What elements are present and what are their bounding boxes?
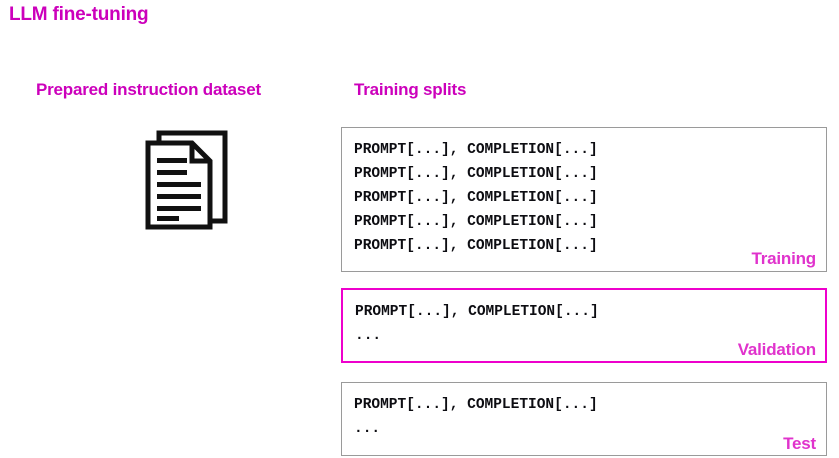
dataset-column-heading: Prepared instruction dataset <box>36 80 261 99</box>
code-line: PROMPT[...], COMPLETION[...] <box>354 142 598 158</box>
split-label-test: Test <box>783 434 816 453</box>
split-box-training: PROMPT[...], COMPLETION[...] PROMPT[...]… <box>341 127 827 272</box>
code-line: ... <box>354 421 381 437</box>
split-label-training: Training <box>751 249 816 268</box>
code-lines-validation: PROMPT[...], COMPLETION[...] ... <box>355 300 815 348</box>
code-lines-training: PROMPT[...], COMPLETION[...] PROMPT[...]… <box>354 138 816 258</box>
code-line: PROMPT[...], COMPLETION[...] <box>354 214 598 230</box>
splits-column-heading: Training splits <box>354 80 467 99</box>
code-line: PROMPT[...], COMPLETION[...] <box>354 397 598 413</box>
code-line: PROMPT[...], COMPLETION[...] <box>354 166 598 182</box>
split-box-test: PROMPT[...], COMPLETION[...] ... Test <box>341 382 827 456</box>
page-title: LLM fine-tuning <box>9 4 149 25</box>
code-line: PROMPT[...], COMPLETION[...] <box>354 238 598 254</box>
split-box-validation: PROMPT[...], COMPLETION[...] ... Validat… <box>341 288 827 363</box>
split-label-validation: Validation <box>737 340 816 359</box>
code-lines-test: PROMPT[...], COMPLETION[...] ... <box>354 393 816 441</box>
code-line: ... <box>355 328 382 344</box>
code-line: PROMPT[...], COMPLETION[...] <box>354 190 598 206</box>
code-line: PROMPT[...], COMPLETION[...] <box>355 304 599 320</box>
document-stack-icon <box>145 130 229 230</box>
